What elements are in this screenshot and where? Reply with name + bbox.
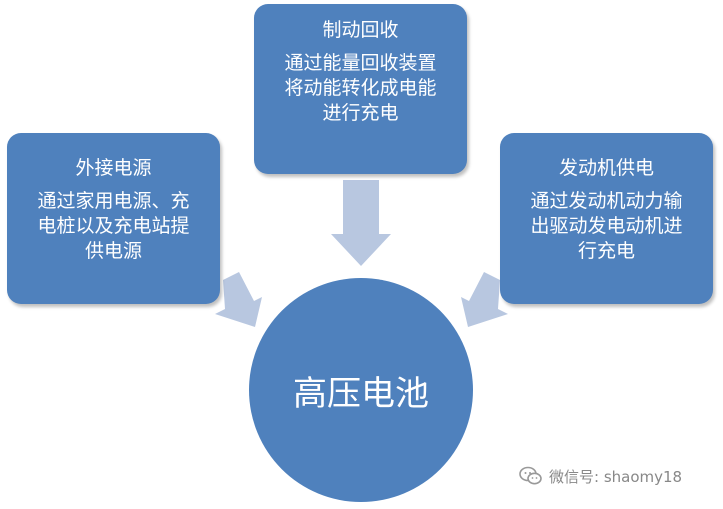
node-title: 外接电源 [75, 157, 152, 179]
wechat-icon [519, 466, 542, 485]
watermark-text: 微信号: shaomy18 [549, 467, 683, 486]
arrow-right-to-center [461, 272, 508, 327]
node-brake-recovery: 制动回收 通过能量回收装置 将动能转化成电能 进行充电 [254, 4, 467, 174]
battery-label: 高压电池 [293, 373, 429, 414]
arrow-down [331, 180, 391, 266]
node-high-voltage-battery: 高压电池 [249, 278, 473, 502]
node-description: 通过能量回收装置 将动能转化成电能 进行充电 [284, 52, 437, 124]
watermark: 微信号: shaomy18 [519, 463, 682, 489]
node-description: 通过家用电源、充 电桩以及充电站提 供电源 [37, 190, 190, 262]
node-title: 发动机供电 [558, 157, 654, 179]
arrow-left-to-center [215, 272, 262, 327]
node-description: 通过发动机动力输 出驱动发电动机进 行充电 [530, 190, 683, 262]
node-engine-power: 发动机供电 通过发动机动力输 出驱动发电动机进 行充电 [500, 133, 713, 304]
node-external-power: 外接电源 通过家用电源、充 电桩以及充电站提 供电源 [7, 133, 220, 304]
node-title: 制动回收 [322, 19, 399, 41]
